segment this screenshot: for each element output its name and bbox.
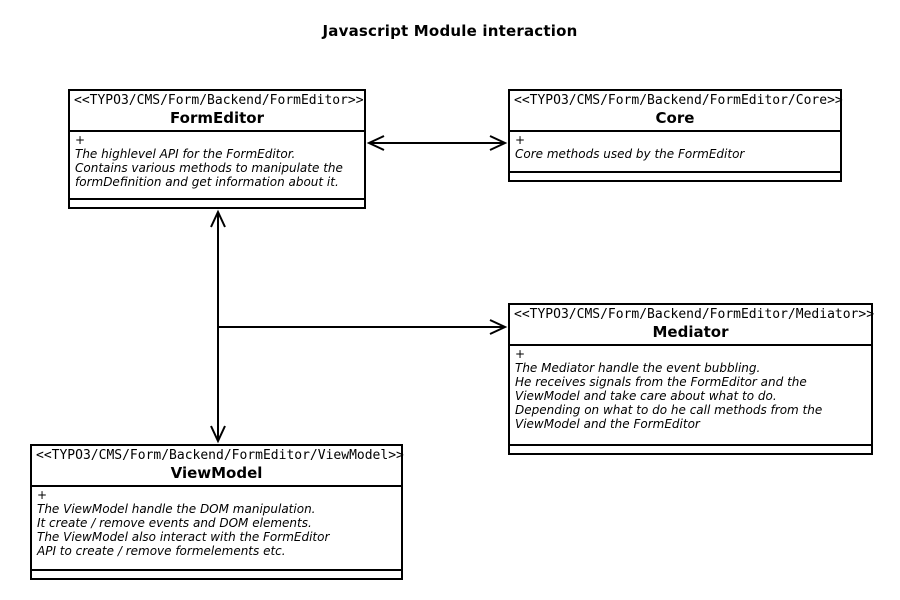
class-viewmodel: <<TYPO3/CMS/Form/Backend/FormEditor/View… xyxy=(30,444,404,580)
class-mediator-description: The Mediator handle the event bubbling. … xyxy=(515,361,823,431)
diagram-title: Javascript Module interaction xyxy=(322,22,578,40)
class-formeditor-name: FormEditor xyxy=(170,109,264,127)
class-viewmodel-methods-compartment xyxy=(32,569,401,578)
class-formeditor-methods-compartment xyxy=(70,198,364,207)
class-formeditor-header: <<TYPO3/CMS/Form/Backend/FormEditor>> Fo… xyxy=(70,91,364,130)
class-core: <<TYPO3/CMS/Form/Backend/FormEditor/Core… xyxy=(508,89,843,182)
connector-link-mediator xyxy=(218,319,508,335)
class-mediator-body: + The Mediator handle the event bubbling… xyxy=(510,344,871,444)
class-core-stereotype: <<TYPO3/CMS/Form/Backend/FormEditor/Core… xyxy=(514,93,843,108)
class-viewmodel-header: <<TYPO3/CMS/Form/Backend/FormEditor/View… xyxy=(32,446,404,485)
class-formeditor: <<TYPO3/CMS/Form/Backend/FormEditor>> Fo… xyxy=(68,89,366,209)
connector-formeditor-core xyxy=(366,135,508,151)
class-viewmodel-stereotype: <<TYPO3/CMS/Form/Backend/FormEditor/View… xyxy=(36,448,404,463)
class-viewmodel-body: + The ViewModel handle the DOM manipulat… xyxy=(32,485,401,569)
class-viewmodel-description: The ViewModel handle the DOM manipulatio… xyxy=(37,502,330,558)
class-core-methods-compartment xyxy=(510,171,840,180)
class-mediator-stereotype: <<TYPO3/CMS/Form/Backend/FormEditor/Medi… xyxy=(514,307,875,322)
class-mediator: <<TYPO3/CMS/Form/Backend/FormEditor/Medi… xyxy=(508,303,875,455)
class-core-description: Core methods used by the FormEditor xyxy=(515,147,745,161)
class-core-body: + Core methods used by the FormEditor xyxy=(510,130,840,171)
class-mediator-methods-compartment xyxy=(510,444,871,453)
class-formeditor-visibility: + xyxy=(75,133,86,147)
class-core-header: <<TYPO3/CMS/Form/Backend/FormEditor/Core… xyxy=(510,91,843,130)
class-mediator-header: <<TYPO3/CMS/Form/Backend/FormEditor/Medi… xyxy=(510,305,875,344)
class-mediator-name: Mediator xyxy=(652,323,729,341)
class-formeditor-stereotype: <<TYPO3/CMS/Form/Backend/FormEditor>> xyxy=(74,93,364,108)
class-core-name: Core xyxy=(655,109,695,127)
class-formeditor-description: The highlevel API for the FormEditor. Co… xyxy=(75,147,343,189)
class-core-visibility: + xyxy=(515,133,526,147)
class-mediator-visibility: + xyxy=(515,347,526,361)
class-viewmodel-visibility: + xyxy=(37,488,48,502)
class-viewmodel-name: ViewModel xyxy=(170,464,263,482)
class-formeditor-body: + The highlevel API for the FormEditor. … xyxy=(70,130,364,198)
